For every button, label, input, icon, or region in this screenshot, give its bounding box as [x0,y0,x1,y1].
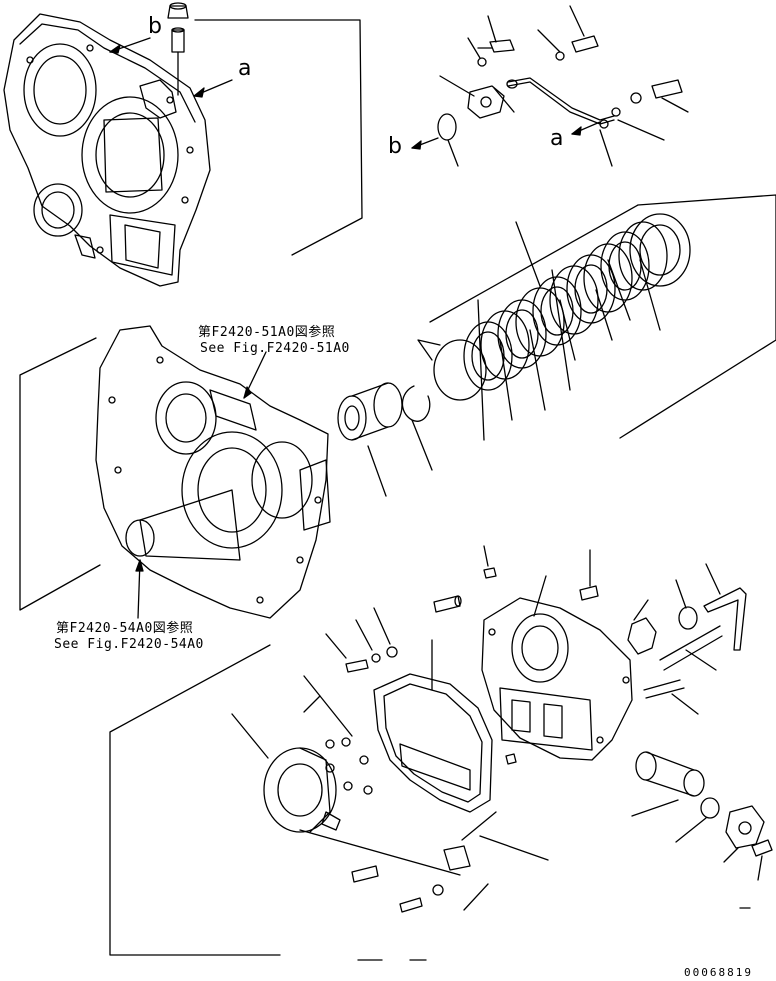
rear-housing [3,13,211,287]
reference-f2420-51a0-en: See Fig.F2420-51A0 [200,341,350,356]
front-cover [481,549,747,761]
arrow-b-right [411,137,439,150]
reference-f2420-51a0-jp: 第F2420-51A0図参照 [198,325,336,340]
illustration-number: 00068819 [684,966,753,979]
gasket [373,639,493,813]
flange-plate [723,805,773,909]
snap-ring [401,385,433,471]
callout-a-right: a [550,126,564,151]
arrow-a-right [571,121,601,136]
reference-f2420-54a0-en: See Fig.F2420-54A0 [54,637,204,652]
callout-a-top: a [238,56,252,81]
callout-b-top: b [148,14,163,39]
bearing [337,382,403,497]
clutch-disc-pack [417,194,776,441]
oil-seal-small [675,797,720,843]
o-ring-set [303,675,373,795]
breather-plug [167,2,189,96]
dowel-pins [351,545,517,883]
arrow-a-top [193,79,233,98]
callout-b-right: b [388,134,403,159]
transmission-case [19,325,331,619]
lube-pipe-assembly [437,5,689,167]
housing-bracket [194,19,363,256]
lower-bracket [109,644,549,956]
large-oil-seal [231,713,341,833]
bolts-washers [325,607,471,913]
spline-shaft [631,751,705,817]
arrow-b-top [109,37,151,54]
reference-f2420-54a0-jp: 第F2420-54A0図参照 [56,621,194,636]
